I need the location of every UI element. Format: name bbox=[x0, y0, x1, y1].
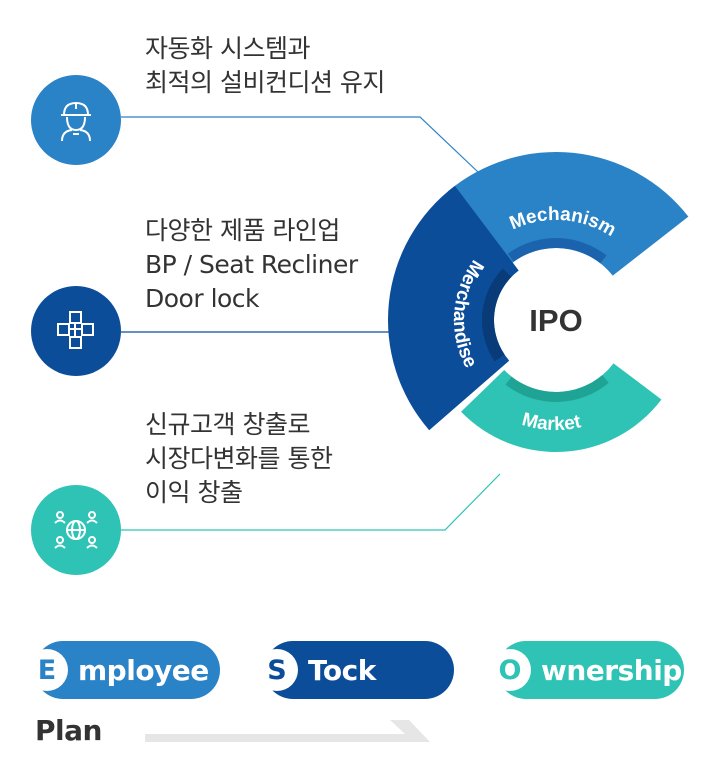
esop-letter: O bbox=[489, 649, 531, 691]
center-label: IPO bbox=[529, 303, 582, 338]
feature-text-market: 신규고객 창출로 시장다변화를 통한 이익 창출 bbox=[145, 408, 333, 510]
esop-pill-ownership: O wnership bbox=[489, 641, 684, 699]
merchandise-inner-band bbox=[482, 268, 512, 362]
cubes-icon bbox=[57, 311, 94, 349]
feature-line: 다양한 제품 라인업 bbox=[145, 216, 340, 245]
feature-circle-lineup bbox=[31, 286, 121, 376]
mechanism-inner-band bbox=[507, 237, 607, 264]
esop-word: mployee bbox=[78, 653, 209, 687]
connector-line-market bbox=[121, 473, 501, 531]
feature-text-lineup: 다양한 제품 라인업 BP / Seat Recliner Door lock bbox=[145, 214, 358, 316]
feature-line: 이익 창출 bbox=[145, 478, 243, 507]
esop-letter: S bbox=[256, 649, 298, 691]
feature-text-automation: 자동화 시스템과 최적의 설비컨디션 유지 bbox=[145, 32, 385, 100]
esop-word: wnership bbox=[541, 653, 682, 687]
plan-arrow bbox=[145, 720, 430, 742]
feature-line: 자동화 시스템과 bbox=[145, 34, 310, 63]
esop-word: Tock bbox=[308, 653, 376, 687]
connector-line-automation bbox=[121, 116, 479, 173]
plan-label: Plan bbox=[35, 714, 102, 747]
globe-people-icon bbox=[54, 511, 98, 549]
mechanism-segment bbox=[448, 152, 689, 276]
feature-line: 시장다변화를 통한 bbox=[145, 444, 333, 473]
worker-icon bbox=[61, 101, 91, 142]
feature-line: 최적의 설비컨디션 유지 bbox=[145, 68, 385, 97]
esop-pill-stock: S Tock bbox=[256, 641, 454, 699]
feature-line: BP / Seat Recliner bbox=[145, 250, 358, 279]
feature-line: 신규고객 창출로 bbox=[145, 410, 310, 439]
esop-letter: E bbox=[26, 649, 68, 691]
merchandise-segment bbox=[388, 185, 519, 431]
market-inner-band bbox=[505, 375, 609, 402]
market-segment bbox=[461, 363, 662, 452]
esop-pill-employee: E mployee bbox=[26, 641, 220, 699]
feature-line: Door lock bbox=[145, 284, 260, 313]
feature-circle-market bbox=[31, 485, 121, 575]
feature-circle-automation bbox=[31, 75, 121, 165]
